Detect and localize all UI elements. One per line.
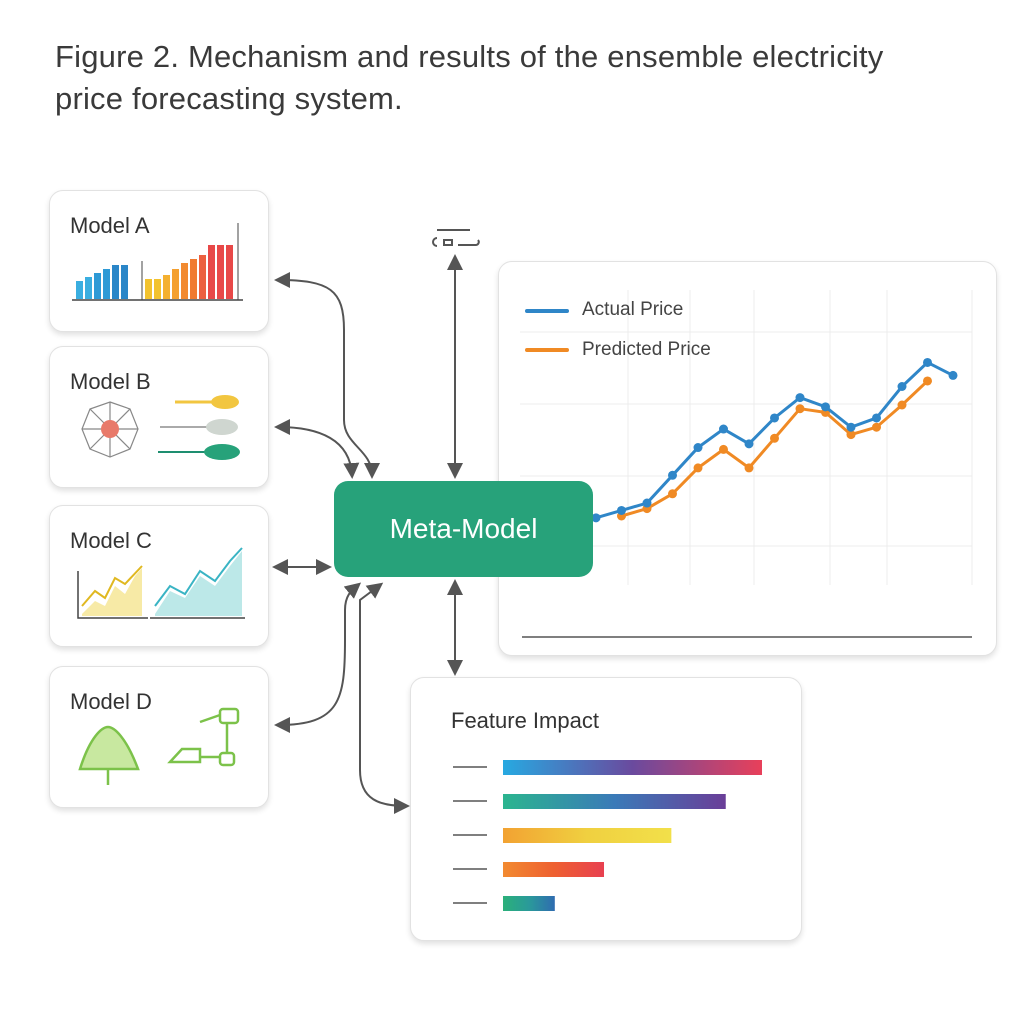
database-icon xyxy=(432,229,480,247)
model-label: Model B xyxy=(70,369,151,394)
model-label: Model C xyxy=(70,528,152,553)
network-and-trees-icon xyxy=(81,395,240,460)
data-point xyxy=(642,498,652,508)
arrow-to-feature xyxy=(359,582,410,814)
bar-icon-mark xyxy=(145,279,152,299)
feature-bar xyxy=(503,896,555,911)
flow-diagram-icon xyxy=(78,707,240,785)
legend-predicted: Predicted Price xyxy=(582,339,711,360)
model-c-card: Model C xyxy=(49,505,269,647)
bar-icon-mark xyxy=(172,269,179,299)
data-point xyxy=(668,470,677,480)
feature-bar xyxy=(503,794,726,809)
bar-icon-mark xyxy=(217,245,224,299)
figure-title: Figure 2. Mechanism and results of the e… xyxy=(55,39,884,116)
bar-icon-mark xyxy=(226,245,233,299)
model-a-card: Model A xyxy=(49,190,269,332)
feature-impact-title: Feature Impact xyxy=(451,708,599,733)
data-point xyxy=(897,382,907,391)
feature-bar xyxy=(503,760,762,775)
data-point xyxy=(897,400,907,410)
arrow-model-a xyxy=(274,272,380,479)
data-point xyxy=(591,513,601,523)
bar-icon-mark xyxy=(190,259,197,299)
data-point xyxy=(948,370,958,380)
data-point xyxy=(795,404,805,414)
data-point xyxy=(795,393,805,403)
feature-bar xyxy=(503,828,672,843)
model-b-card: Model B xyxy=(49,346,269,488)
arrow-model-b xyxy=(274,419,360,479)
data-point xyxy=(719,444,728,454)
data-point xyxy=(846,430,856,440)
area-line-chart-icon xyxy=(77,547,245,619)
data-point xyxy=(872,422,881,432)
meta-model-box: Meta-Model xyxy=(334,481,593,577)
data-point xyxy=(693,443,703,453)
data-point xyxy=(617,505,626,515)
feature-impact-card: Feature Impact xyxy=(410,677,802,941)
bar-chart-icon xyxy=(72,223,243,301)
bar-icon-mark xyxy=(85,277,92,299)
data-point xyxy=(770,413,779,423)
bar-icon-mark xyxy=(154,279,161,299)
bar-icon-mark xyxy=(94,273,101,299)
bar-icon-mark xyxy=(112,265,119,299)
model-d-card: Model D xyxy=(49,666,269,808)
data-point xyxy=(923,376,932,386)
legend-actual: Actual Price xyxy=(582,299,684,320)
bar-icon-mark xyxy=(208,245,215,299)
bar-icon-mark xyxy=(76,281,83,299)
model-label: Model D xyxy=(70,689,152,714)
data-point xyxy=(693,463,703,473)
bar-icon-mark xyxy=(103,269,110,299)
arrow-model-d xyxy=(274,582,362,733)
data-point xyxy=(719,424,728,434)
data-point xyxy=(744,463,754,473)
price-chart-card xyxy=(498,261,997,656)
bar-icon-mark xyxy=(163,275,170,299)
data-point xyxy=(770,433,779,443)
feature-impact-bars xyxy=(453,760,762,911)
feature-bar xyxy=(503,862,605,877)
data-point xyxy=(668,489,677,499)
data-point xyxy=(744,439,754,449)
data-point xyxy=(923,357,932,367)
data-point xyxy=(846,422,856,432)
data-point xyxy=(872,413,881,423)
model-label: Model A xyxy=(70,213,150,238)
data-point xyxy=(821,402,830,412)
bar-icon-mark xyxy=(181,263,188,299)
bar-icon-mark xyxy=(121,265,128,299)
bar-icon-mark xyxy=(199,255,206,299)
